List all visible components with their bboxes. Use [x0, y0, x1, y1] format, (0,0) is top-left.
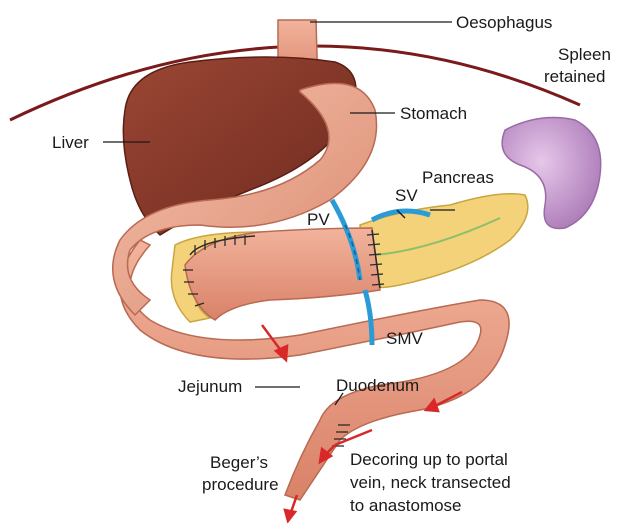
- label-pv: PV: [307, 210, 330, 229]
- label-note-line1: Decoring up to portal: [350, 450, 508, 469]
- label-spleen-line1: Spleen: [558, 45, 611, 64]
- label-liver: Liver: [52, 133, 89, 152]
- label-pancreas: Pancreas: [422, 168, 494, 187]
- label-note-line3: to anastomose: [350, 496, 462, 515]
- label-spleen-line2: retained: [544, 67, 605, 86]
- label-jejunum: Jejunum: [178, 377, 242, 396]
- label-sv: SV: [395, 186, 418, 205]
- label-duodenum: Duodenum: [336, 376, 419, 395]
- label-oesophagus: Oesophagus: [456, 13, 552, 32]
- label-smv: SMV: [386, 329, 424, 348]
- label-procedure-line1: Beger’s: [210, 453, 268, 472]
- label-stomach: Stomach: [400, 104, 467, 123]
- label-procedure-line2: procedure: [202, 475, 279, 494]
- label-note-line2: vein, neck transected: [350, 473, 511, 492]
